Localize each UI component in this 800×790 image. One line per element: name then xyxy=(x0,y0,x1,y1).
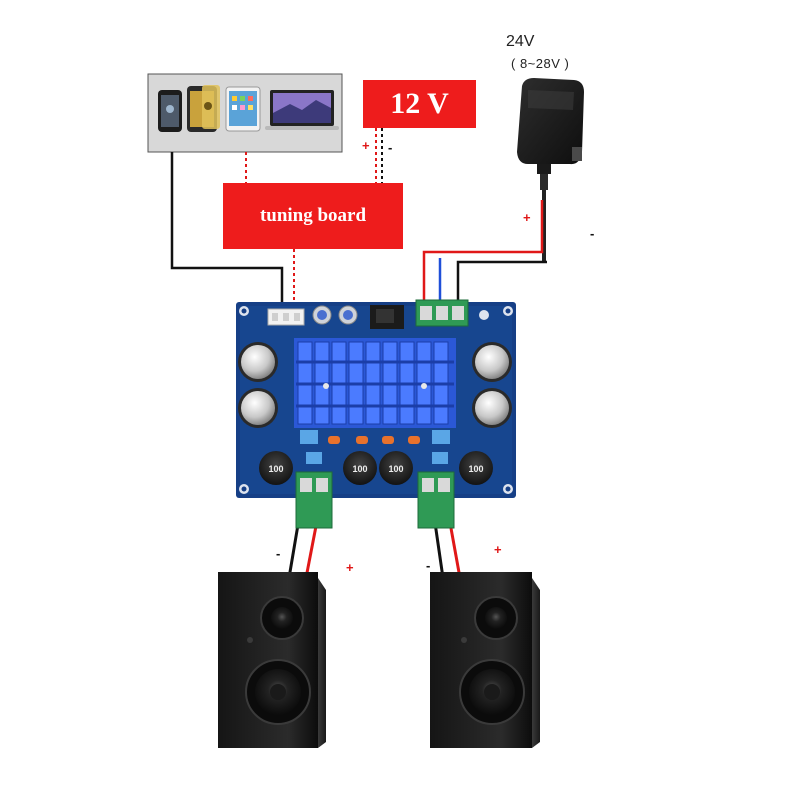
smartphone-icon xyxy=(187,85,220,132)
plus-sign: + xyxy=(346,560,354,575)
supply-12v-label: 12 V xyxy=(390,87,449,120)
minus-sign: - xyxy=(590,226,595,241)
plus-sign: + xyxy=(494,542,502,557)
speaker-left xyxy=(218,572,326,748)
speaker-terminal xyxy=(295,471,455,529)
plus-sign: + xyxy=(362,138,370,153)
tuning-board-box: tuning board xyxy=(223,183,403,249)
adapter-range-label: ( 8~28V ) xyxy=(511,56,570,71)
minus-sign: - xyxy=(276,546,281,561)
heatsink xyxy=(294,338,456,428)
capacitor xyxy=(238,342,512,428)
tuning-board-label: tuning board xyxy=(259,205,367,226)
devices-panel xyxy=(147,73,343,153)
inductor-label: 100 xyxy=(468,464,483,474)
inductor-label: 100 xyxy=(352,464,367,474)
power-adapter xyxy=(517,78,584,190)
minus-sign: - xyxy=(426,558,431,573)
tablet-icon xyxy=(225,86,261,132)
supply-12v-box: 12 V xyxy=(363,80,476,128)
potentiometer xyxy=(312,305,358,325)
phone-icon xyxy=(158,90,182,132)
minus-sign: - xyxy=(388,140,393,155)
inductor xyxy=(259,451,493,485)
laptop-icon xyxy=(265,90,339,130)
plus-sign: + xyxy=(523,210,531,225)
speaker-right xyxy=(430,572,540,748)
amplifier-board: 100 100 100 100 xyxy=(236,299,516,529)
inductor-label: 100 xyxy=(388,464,403,474)
inductor-label: 100 xyxy=(268,464,283,474)
adapter-voltage-label: 24V xyxy=(506,33,535,50)
